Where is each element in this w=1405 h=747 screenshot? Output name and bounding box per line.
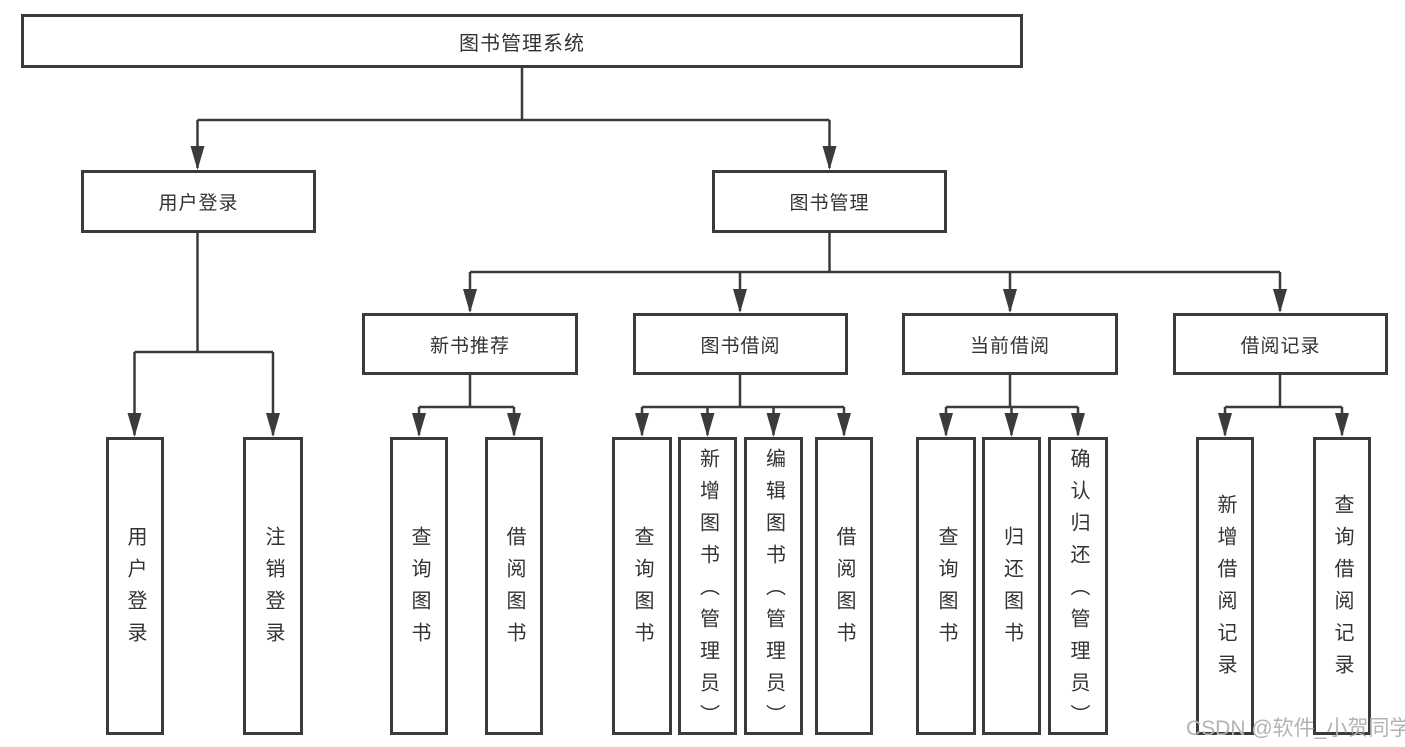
leaf-borrow-edit-books-admin: 编辑图书（管理员）: [744, 437, 803, 736]
leaf-borrow-borrow-books: 借阅图书: [815, 437, 873, 735]
leaf-current-confirm-return-admin: 确认归还（管理员）: [1048, 437, 1108, 736]
leaf-recommend-query-books: 查询图书: [390, 437, 448, 735]
leaf-logout: 注销登录: [243, 437, 303, 735]
node-borrow-records: 借阅记录: [1173, 313, 1388, 375]
leaf-borrow-add-books-admin: 新增图书（管理员）: [678, 437, 737, 736]
arrowheads: [127, 146, 1349, 437]
leaf-records-add-record: 新增借阅记录: [1196, 437, 1254, 735]
leaf-records-query-record: 查询借阅记录: [1313, 437, 1371, 735]
node-new-book-recommend: 新书推荐: [362, 313, 578, 375]
leaf-recommend-borrow-books: 借阅图书: [485, 437, 543, 735]
leaf-user-login: 用户登录: [106, 437, 164, 735]
node-user-login: 用户登录: [81, 170, 316, 233]
leaf-current-query-books: 查询图书: [916, 437, 976, 735]
csdn-watermark: CSDN @软件_小贺同学: [1186, 717, 1405, 740]
node-book-borrow: 图书借阅: [633, 313, 848, 375]
node-current-borrow: 当前借阅: [902, 313, 1118, 375]
leaf-borrow-query-books: 查询图书: [612, 437, 672, 735]
node-library-system: 图书管理系统: [21, 14, 1023, 68]
node-book-management: 图书管理: [712, 170, 947, 233]
leaf-current-return-books: 归还图书: [982, 437, 1041, 735]
